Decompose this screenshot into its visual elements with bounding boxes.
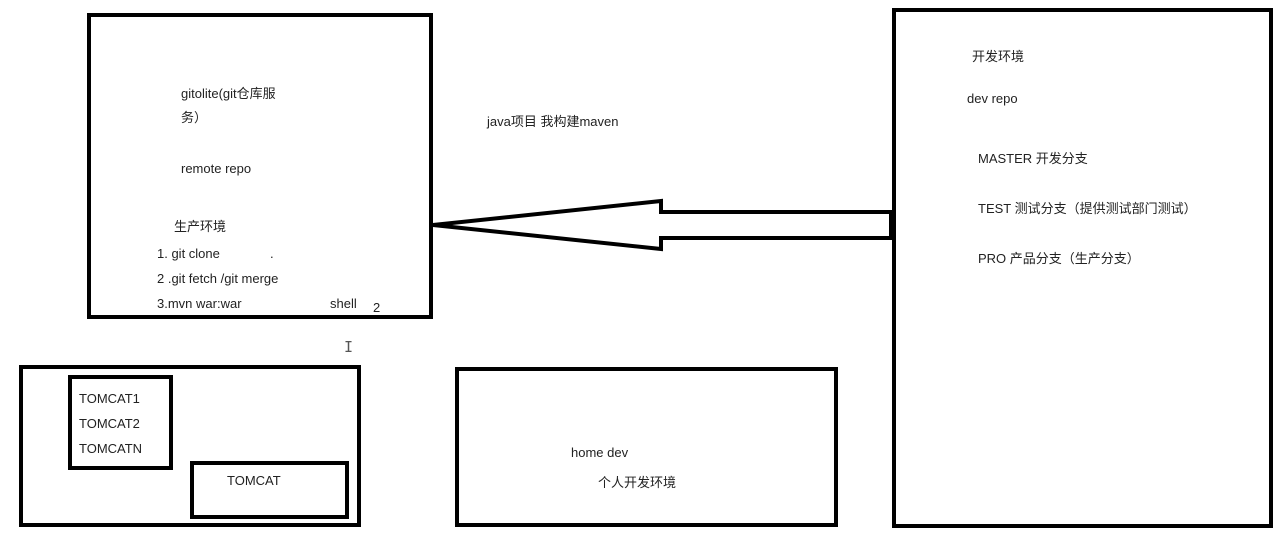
arrow-shape bbox=[432, 198, 893, 252]
personal-env-label: 个人开发环境 bbox=[598, 475, 677, 490]
step-git-fetch-merge: 2 .git fetch /git merge bbox=[157, 271, 279, 286]
pro-branch-label: PRO 产品分支（生产分支） bbox=[978, 251, 1140, 266]
tomcat-2-label: TOMCAT2 bbox=[79, 416, 140, 431]
shell-number: 2 bbox=[373, 300, 381, 315]
server-box bbox=[19, 365, 361, 527]
dev-repo-box bbox=[892, 8, 1273, 528]
tomcat-cluster-box bbox=[68, 375, 173, 470]
step-git-clone-dot: . bbox=[270, 246, 274, 261]
step-mvn-war: 3.mvn war:war bbox=[157, 296, 242, 311]
shell-label: shell bbox=[330, 296, 357, 311]
tomcat-n-label: TOMCATN bbox=[79, 441, 143, 456]
remote-repo-label: remote repo bbox=[181, 161, 252, 176]
tomcat-1-label: TOMCAT1 bbox=[79, 391, 140, 406]
tomcat-box bbox=[190, 461, 349, 519]
production-env-label: 生产环境 bbox=[174, 219, 227, 234]
test-branch-label: TEST 测试分支（提供测试部门测试） bbox=[978, 201, 1197, 216]
text-cursor-icon: I bbox=[344, 338, 354, 356]
dev-repo-label: dev repo bbox=[967, 91, 1018, 106]
gitolite-label-line2: 务） bbox=[181, 110, 208, 125]
home-dev-label: home dev bbox=[571, 445, 629, 460]
arrow-label: java项目 我构建maven bbox=[487, 114, 619, 129]
home-dev-box bbox=[455, 367, 838, 527]
step-git-clone: 1. git clone bbox=[157, 246, 220, 261]
master-branch-label: MASTER 开发分支 bbox=[978, 151, 1088, 166]
dev-env-label: 开发环境 bbox=[972, 49, 1025, 64]
remote-repo-box bbox=[87, 13, 433, 319]
tomcat-label: TOMCAT bbox=[227, 473, 281, 488]
gitolite-label-line1: gitolite(git仓库服 bbox=[181, 86, 276, 101]
